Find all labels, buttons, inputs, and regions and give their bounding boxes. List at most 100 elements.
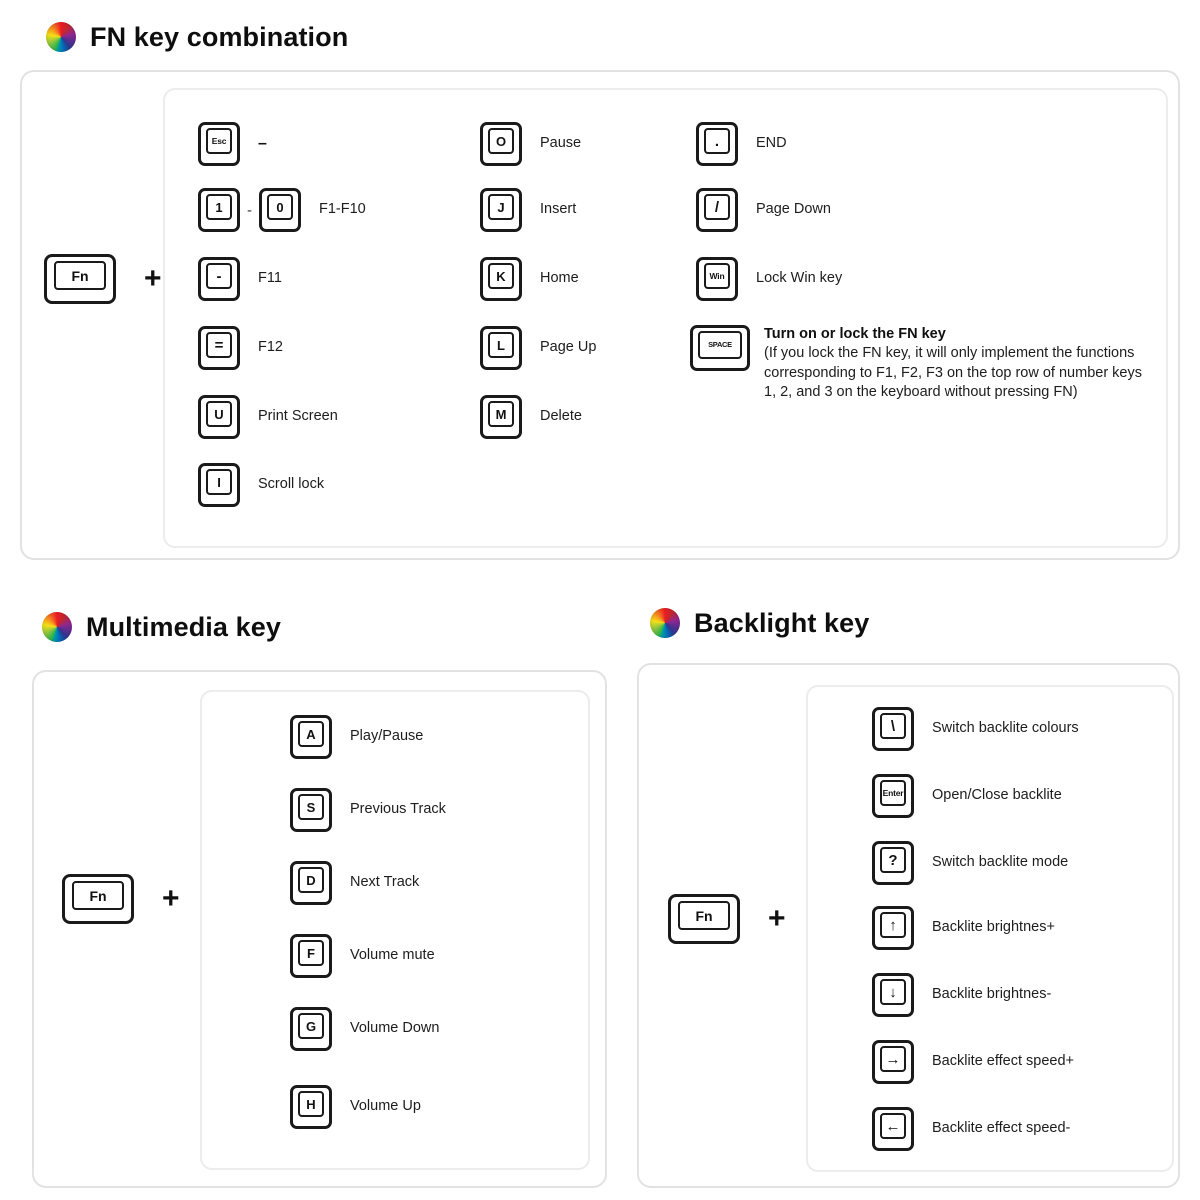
fn-row-esc: Esc –	[198, 122, 267, 166]
backlight-inner-panel	[806, 685, 1174, 1172]
fn-lock-title: Turn on or lock the FN key	[764, 326, 946, 342]
multimedia-row-volume-down-label: Volume Down	[350, 1020, 440, 1037]
fn-row-page-down-label: Page Down	[756, 201, 831, 218]
fn-row-pause: O Pause	[480, 122, 581, 166]
fn-row-f11-label: F11	[258, 270, 282, 287]
multimedia-row-next-track-label: Next Track	[350, 874, 420, 891]
fn-section-title: FN key combination	[90, 21, 349, 52]
multimedia-row-play-pause-label: Play/Pause	[350, 728, 424, 745]
key-1[interactable]: 1	[198, 188, 240, 232]
fn-row-insert-label: Insert	[540, 201, 577, 218]
key-fn[interactable]: Fn	[668, 894, 740, 944]
rainbow-color-wheel-icon	[46, 22, 76, 52]
key-f[interactable]: F	[290, 934, 332, 978]
key-arrow-left[interactable]: ←	[872, 1107, 914, 1151]
key-h[interactable]: H	[290, 1085, 332, 1129]
key-arrow-down[interactable]: ↓	[872, 973, 914, 1017]
backlight-section-title: Backlight key	[694, 607, 870, 638]
key-win[interactable]: Win	[696, 257, 738, 301]
fn-row-f12: = F12	[198, 326, 283, 370]
multimedia-row-volume-mute: F Volume mute	[290, 934, 435, 978]
key-backslash[interactable]: \	[872, 707, 914, 751]
key-enter[interactable]: Enter	[872, 774, 914, 818]
fn-row-end: . END	[696, 122, 787, 166]
fn-row-esc-label: –	[258, 135, 267, 152]
fn-row-print-screen: U Print Screen	[198, 395, 338, 439]
backlight-row-open-close-label: Open/Close backlite	[932, 787, 1062, 804]
multimedia-section-title: Multimedia key	[86, 611, 281, 642]
key-minus[interactable]: -	[198, 257, 240, 301]
rainbow-color-wheel-icon	[650, 608, 680, 638]
fn-inner-panel	[163, 88, 1168, 548]
key-u[interactable]: U	[198, 395, 240, 439]
key-d[interactable]: D	[290, 861, 332, 905]
multimedia-row-volume-down: G Volume Down	[290, 1007, 439, 1051]
multimedia-row-previous-track-label: Previous Track	[350, 801, 446, 818]
fn-row-home: K Home	[480, 257, 579, 301]
fn-row-insert: J Insert	[480, 188, 576, 232]
multimedia-row-play-pause: A Play/Pause	[290, 715, 423, 759]
key-k[interactable]: K	[480, 257, 522, 301]
backlight-modifier-group: Fn +	[668, 894, 786, 944]
fn-row-scroll-lock: I Scroll lock	[198, 463, 324, 507]
fn-row-page-up: L Page Up	[480, 326, 596, 370]
backlight-row-switch-colours-label: Switch backlite colours	[932, 720, 1079, 737]
backlight-row-brightness-down: ↓ Backlite brightnes-	[872, 973, 1051, 1017]
fn-row-f12-label: F12	[258, 339, 283, 356]
fn-row-f11: - F11	[198, 257, 282, 301]
key-range-separator: -	[247, 201, 252, 219]
key-arrow-right[interactable]: →	[872, 1040, 914, 1084]
key-i[interactable]: I	[198, 463, 240, 507]
backlight-row-speed-down: ← Backlite effect speed-	[872, 1107, 1070, 1151]
key-equals[interactable]: =	[198, 326, 240, 370]
fn-row-page-down: / Page Down	[696, 188, 831, 232]
key-0[interactable]: 0	[259, 188, 301, 232]
backlight-row-switch-mode-label: Switch backlite mode	[932, 854, 1069, 871]
fn-row-end-label: END	[756, 135, 787, 152]
multimedia-modifier-group: Fn +	[62, 874, 180, 924]
fn-row-delete-label: Delete	[540, 408, 582, 425]
fn-row-page-up-label: Page Up	[540, 339, 597, 356]
key-g[interactable]: G	[290, 1007, 332, 1051]
backlight-row-switch-mode: ? Switch backlite mode	[872, 841, 1068, 885]
backlight-row-brightness-down-label: Backlite brightnes-	[932, 986, 1052, 1003]
key-m[interactable]: M	[480, 395, 522, 439]
backlight-row-switch-colours: \ Switch backlite colours	[872, 707, 1079, 751]
key-s[interactable]: S	[290, 788, 332, 832]
multimedia-section-header: Multimedia key	[42, 612, 281, 642]
fn-row-f1-f10: 1 - 0 F1-F10	[198, 188, 366, 232]
key-o[interactable]: O	[480, 122, 522, 166]
backlight-row-speed-down-label: Backlite effect speed-	[932, 1120, 1071, 1137]
key-esc[interactable]: Esc	[198, 122, 240, 166]
backlight-row-brightness-up-label: Backlite brightnes+	[932, 919, 1055, 936]
key-space[interactable]: SPACE	[690, 325, 750, 371]
fn-row-f1-f10-label: F1-F10	[319, 201, 366, 218]
plus-sign: +	[144, 262, 162, 295]
fn-section-header: FN key combination	[46, 22, 348, 52]
multimedia-row-next-track: D Next Track	[290, 861, 419, 905]
key-fn[interactable]: Fn	[62, 874, 134, 924]
multimedia-row-volume-up: H Volume Up	[290, 1085, 421, 1129]
fn-lock-body: (If you lock the FN key, it will only im…	[764, 345, 1142, 400]
key-a[interactable]: A	[290, 715, 332, 759]
backlight-row-speed-up-label: Backlite effect speed+	[932, 1053, 1075, 1070]
fn-row-home-label: Home	[540, 270, 579, 287]
key-question[interactable]: ?	[872, 841, 914, 885]
plus-sign: +	[162, 882, 180, 915]
multimedia-row-volume-mute-label: Volume mute	[350, 947, 435, 964]
key-j[interactable]: J	[480, 188, 522, 232]
backlight-section-header: Backlight key	[650, 608, 869, 638]
key-period[interactable]: .	[696, 122, 738, 166]
key-slash[interactable]: /	[696, 188, 738, 232]
rainbow-color-wheel-icon	[42, 612, 72, 642]
fn-lock-description-block: Turn on or lock the FN key (If you lock …	[764, 325, 1144, 402]
plus-sign: +	[768, 902, 786, 935]
fn-row-lock-win-label: Lock Win key	[756, 270, 843, 287]
fn-row-pause-label: Pause	[540, 135, 582, 152]
key-l[interactable]: L	[480, 326, 522, 370]
key-fn[interactable]: Fn	[44, 254, 116, 304]
fn-row-print-screen-label: Print Screen	[258, 408, 338, 425]
key-arrow-up[interactable]: ↑	[872, 906, 914, 950]
fn-modifier-group: Fn +	[44, 254, 162, 304]
